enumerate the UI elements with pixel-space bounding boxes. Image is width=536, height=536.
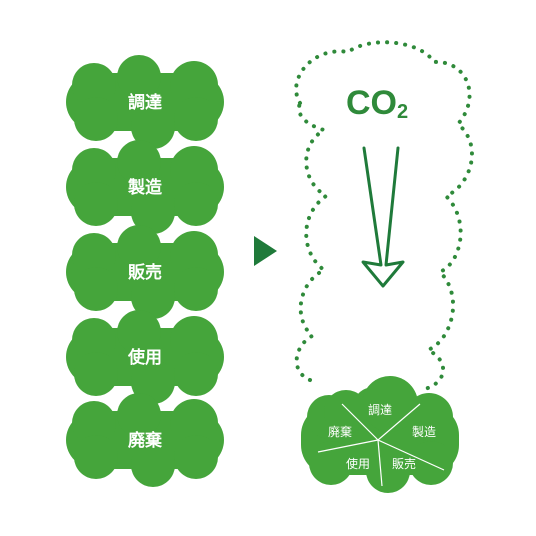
co2-dotted-outline <box>294 40 474 392</box>
down-arrow-icon <box>361 146 405 288</box>
triangle-right-icon <box>254 236 277 266</box>
stage-cloud: 調達 <box>66 55 224 149</box>
stage-label: 使用 <box>127 347 162 368</box>
cycle-divider <box>317 439 379 453</box>
stage-cloud: 販売 <box>66 225 224 319</box>
cycle-segment-label: 調達 <box>368 403 392 417</box>
stage-label: 製造 <box>127 177 163 198</box>
co2-main-text: CO <box>346 84 397 122</box>
stage-label: 廃棄 <box>128 430 163 451</box>
cycle-segment-label: 使用 <box>346 456 370 471</box>
co2-label: CO2 <box>346 84 408 123</box>
cycle-divider <box>341 403 379 441</box>
stage-label: 販売 <box>128 262 162 283</box>
stage-cloud: 使用 <box>66 310 224 404</box>
cycle-segment-label: 販売 <box>392 456 416 471</box>
cycle-divider <box>377 439 383 487</box>
cycle-divider <box>377 403 421 441</box>
stage-cloud: 製造 <box>66 140 224 234</box>
stage-cloud: 廃棄 <box>66 393 224 487</box>
cycle-segment-label: 廃棄 <box>328 424 352 439</box>
stage-label: 調達 <box>128 92 162 113</box>
cycle-divider <box>377 439 445 471</box>
dotted-outline-path <box>294 40 474 392</box>
cycle-segment-label: 製造 <box>412 425 436 439</box>
co2-subscript-text: 2 <box>397 101 408 123</box>
